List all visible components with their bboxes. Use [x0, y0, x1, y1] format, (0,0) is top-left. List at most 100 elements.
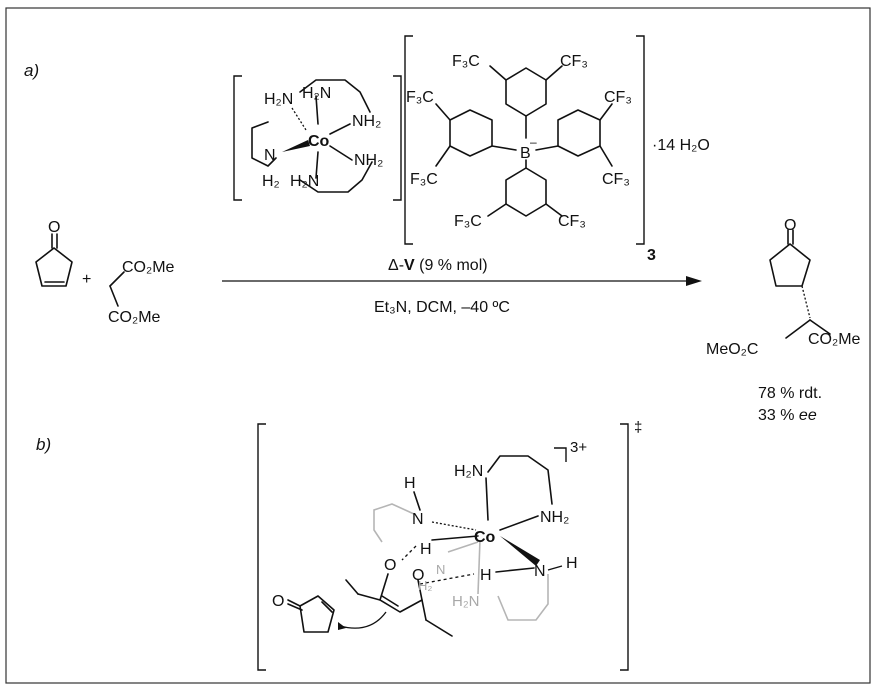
- ts-co-n-hashed: [431, 521, 477, 531]
- label-cf3-top-left: F₃C: [452, 53, 480, 70]
- ts-enone-carbonyl-b: [287, 603, 303, 611]
- ts-h2n-grey: H₂N: [452, 593, 480, 610]
- hydrate-label: ·14 H₂O: [652, 137, 710, 154]
- ts-n-top: N: [412, 511, 424, 528]
- conditions-catalyst: V: [404, 257, 415, 274]
- ts-co-center: Co: [474, 529, 496, 546]
- arrow-head: [686, 276, 702, 286]
- label-cf3-left-lower: F₃C: [410, 171, 438, 188]
- ee-label: 33 % ee: [758, 407, 817, 424]
- product-left-ester: MeO₂C: [706, 341, 758, 358]
- enolate-double-bond: [381, 595, 399, 607]
- co-n-hashed-bond: [291, 107, 307, 131]
- product-right-ester: CO₂Me: [808, 331, 861, 348]
- dimethyl-malonate: CO₂Me CO₂Me: [108, 259, 175, 326]
- borate-anion: 3 F₃C CF₃ F₃C CF₃ B – F₃C CF₃ F₃C CF₃: [404, 35, 656, 264]
- co-n-bond-bottom: [315, 151, 319, 179]
- plus-sign: +: [82, 271, 91, 288]
- ts-co-n-back-bottom: [477, 539, 481, 595]
- borate-bracket-left: [404, 35, 413, 245]
- ts-enone-ring: [299, 595, 335, 633]
- conditions-delta: Δ-: [388, 257, 404, 274]
- panel-b-label: b): [36, 435, 51, 454]
- ts-double-dagger: ‡: [634, 419, 642, 436]
- label-co-center: Co: [308, 133, 330, 150]
- complex-bracket-left: [233, 75, 242, 201]
- product-oxygen: O: [784, 217, 796, 234]
- product-bond-right: [809, 319, 831, 335]
- label-cf3-right-lower: CF₃: [602, 171, 630, 188]
- ts-h-top: H: [404, 475, 416, 492]
- ts-h2-grey: H₂: [418, 578, 432, 593]
- ts-hn-bond: [495, 567, 535, 573]
- enolate-ome-right: [421, 599, 427, 621]
- curved-arrow-head: [338, 622, 346, 630]
- curved-attack-arrow: [339, 611, 387, 629]
- ts-nh2-right: NH₂: [540, 509, 569, 526]
- hbond-upper: [401, 545, 417, 561]
- malonate-bond-lower: [109, 285, 119, 307]
- label-cf3-top-right: CF₃: [560, 53, 588, 70]
- conditions-top: Δ-V (9 % mol): [388, 257, 488, 274]
- ts-en-top: [487, 455, 553, 505]
- bond-cf3-top-right: [545, 65, 563, 81]
- ee-unit: ee: [799, 407, 817, 424]
- malonate-top-ester: CO₂Me: [122, 259, 175, 276]
- cyclopentenone-ring: [35, 247, 73, 287]
- aryl-ring-bottom: [505, 167, 547, 217]
- ts-nh-right-bond: [547, 565, 563, 571]
- bond-cf3-right-upper: [599, 103, 613, 121]
- bond-b-right: [535, 145, 559, 151]
- label-h2n-top-left: H₂N: [264, 91, 293, 108]
- ts-h-right: H: [566, 555, 578, 572]
- cyclopentenone-oxygen: O: [48, 219, 60, 236]
- bond-cf3-left-upper: [435, 103, 451, 121]
- label-h2n-top: H₂N: [302, 85, 331, 102]
- enolate-me-right: [425, 619, 453, 637]
- label-nh2-right-top: NH₂: [352, 113, 381, 130]
- bond-cf3-bottom-left: [487, 203, 507, 217]
- malonate-bond-upper: [109, 271, 125, 287]
- conditions-bottom: Et₃N, DCM, –40 ºC: [374, 299, 510, 316]
- product-hashed-bond: [801, 285, 811, 319]
- bond-cf3-top-left: [489, 65, 507, 81]
- borate-bracket-right: [636, 35, 645, 245]
- ts-co-n-wedge: [500, 536, 540, 566]
- ts-h-lower: H: [480, 567, 492, 584]
- label-h2n-bottom: H₂N: [290, 173, 319, 190]
- enolate-backbone: [379, 573, 423, 613]
- bond-cf3-bottom-right: [545, 203, 563, 217]
- ts-en-back-bottom: [497, 574, 549, 621]
- ts-bracket-left: [257, 423, 266, 671]
- aryl-ring-top: [505, 67, 547, 117]
- cobalt-complex: H₂N H₂N NH₂ N Co NH₂ H₂ H₂N: [233, 75, 402, 201]
- label-cf3-left-upper: F₃C: [406, 89, 434, 106]
- figure-frame: [5, 7, 871, 684]
- ts-enone-alkene: [321, 601, 333, 613]
- enolate-me-left: [345, 579, 359, 595]
- ts-co-n-right: [499, 515, 539, 531]
- reaction-arrow: Δ-V (9 % mol) Et₃N, DCM, –40 ºC: [222, 257, 702, 316]
- panel-a-label: a): [24, 61, 39, 80]
- ts-o-upper: O: [384, 557, 396, 574]
- ts-co-n-back: [447, 541, 479, 553]
- ts-co-n-top: [485, 477, 489, 521]
- ts-nh-bond: [431, 535, 479, 541]
- borate-count: 3: [647, 247, 656, 264]
- bond-cf3-left-lower: [435, 145, 451, 167]
- aryl-ring-right: [557, 109, 601, 157]
- ts-enone-carbonyl-a: [287, 599, 301, 607]
- ts-o-lower: O: [412, 567, 424, 584]
- charge-bracket: [554, 447, 567, 462]
- enolate-ome-left: [357, 593, 381, 601]
- bond-cf3-right-lower: [599, 145, 613, 167]
- ts-h-left: H: [420, 541, 432, 558]
- ts-complex: H N H₂N NH₂ Co H O N H₂ O H N H H₂N: [345, 455, 578, 637]
- michael-product: O MeO₂C CO₂Me 78 % rdt. 33 % ee: [706, 217, 861, 424]
- ts-h2n-top: H₂N: [454, 463, 483, 480]
- label-cf3-bottom-right: CF₃: [558, 213, 586, 230]
- label-h2-bottom-left: H₂: [262, 173, 280, 190]
- ts-n-grey: N: [436, 562, 445, 577]
- ts-n-right: N: [534, 563, 546, 580]
- ts-enone-oxygen: O: [272, 593, 284, 610]
